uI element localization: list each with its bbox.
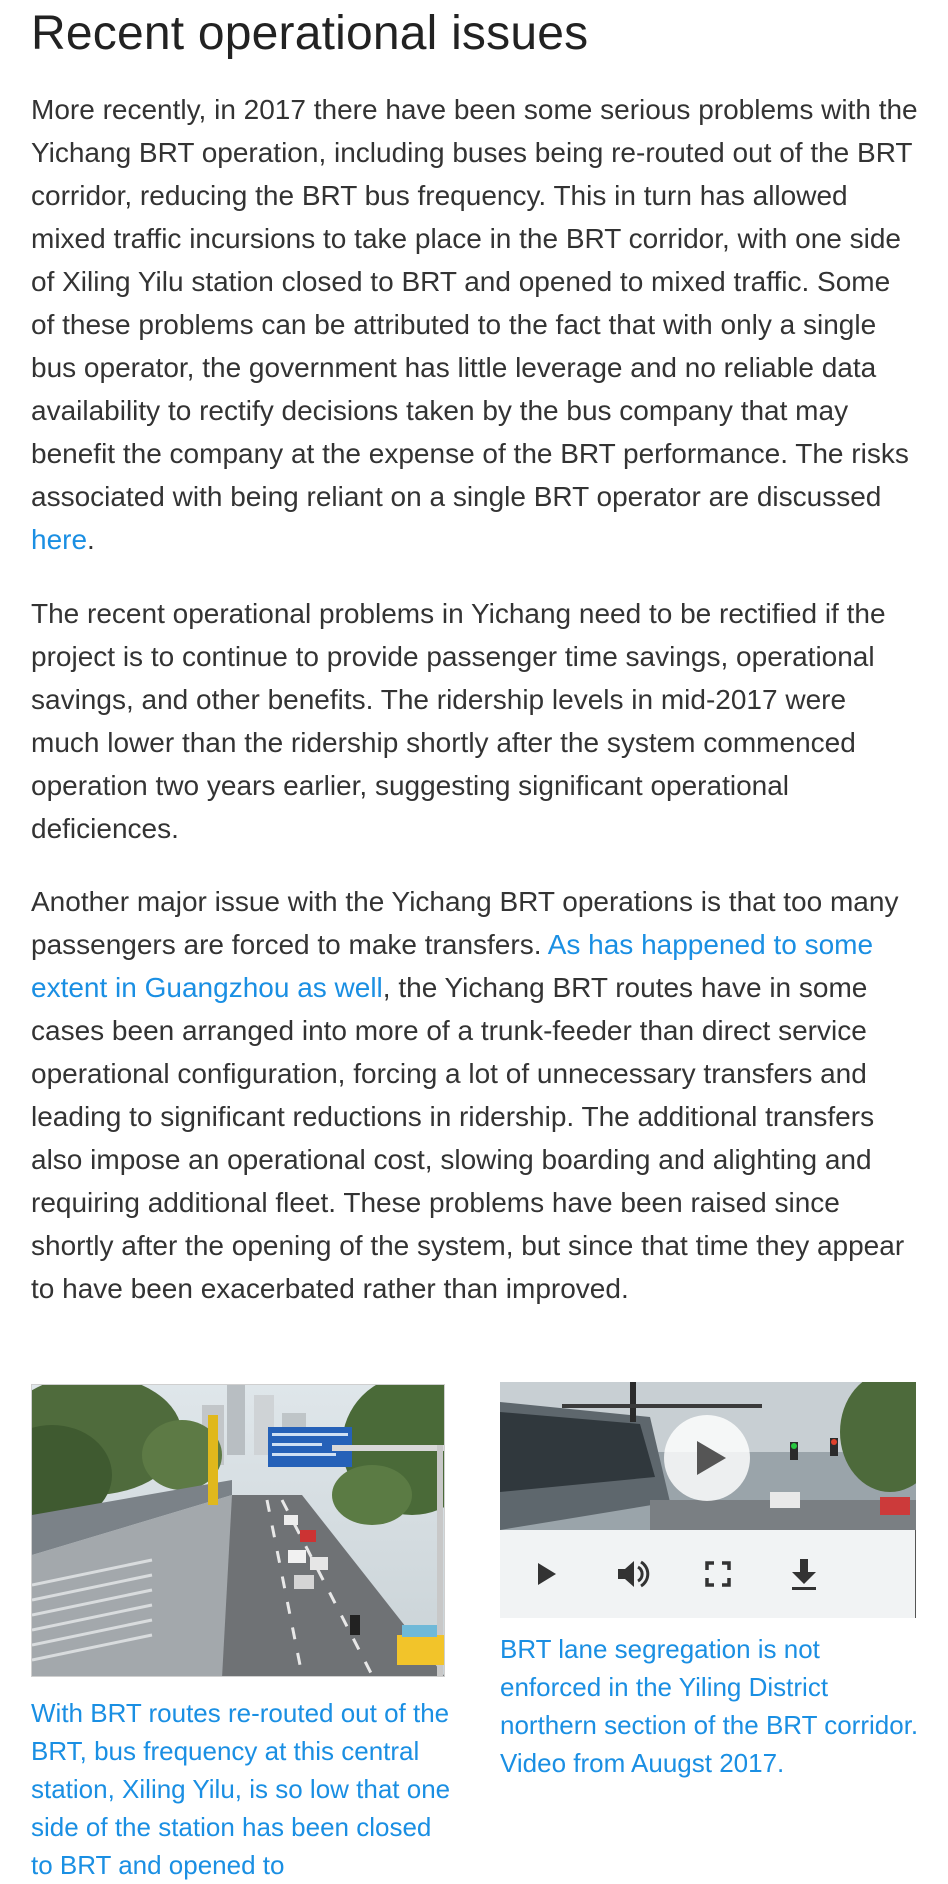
paragraph-1-text: More recently, in 2017 there have been s… bbox=[31, 94, 918, 512]
play-icon bbox=[697, 1441, 726, 1475]
brt-station-illustration bbox=[32, 1385, 444, 1676]
paragraph-3: Another major issue with the Yichang BRT… bbox=[31, 880, 921, 1310]
video-caption: BRT lane segregation is not enforced in … bbox=[500, 1634, 919, 1778]
fullscreen-icon bbox=[705, 1561, 731, 1587]
video-player[interactable] bbox=[500, 1382, 916, 1618]
section-title: Recent operational issues bbox=[31, 7, 589, 60]
video-thumbnail bbox=[500, 1382, 916, 1530]
volume-icon bbox=[618, 1560, 650, 1588]
guangzhou-link[interactable]: As has happened to some extent in Guangz… bbox=[31, 929, 874, 1003]
video-frame[interactable] bbox=[500, 1382, 916, 1530]
big-play-button[interactable] bbox=[664, 1415, 750, 1501]
here-link[interactable]: here bbox=[31, 524, 88, 555]
paragraph-1: More recently, in 2017 there have been s… bbox=[31, 88, 921, 561]
paragraph-1-end: . bbox=[87, 524, 95, 555]
play-icon bbox=[538, 1563, 556, 1585]
download-button[interactable] bbox=[782, 1552, 826, 1596]
fullscreen-button[interactable] bbox=[696, 1552, 740, 1596]
paragraph-3-text-after: , the Yichang BRT routes have in some ca… bbox=[31, 972, 905, 1304]
paragraph-3-text-before: Another major issue with the Yichang BRT… bbox=[31, 886, 899, 960]
volume-button[interactable] bbox=[610, 1552, 654, 1596]
play-button[interactable] bbox=[524, 1552, 568, 1596]
brt-station-photo[interactable] bbox=[31, 1384, 445, 1677]
paragraph-2: The recent operational problems in Yicha… bbox=[31, 598, 886, 844]
video-controls-bar bbox=[500, 1530, 916, 1618]
download-icon bbox=[792, 1559, 816, 1590]
